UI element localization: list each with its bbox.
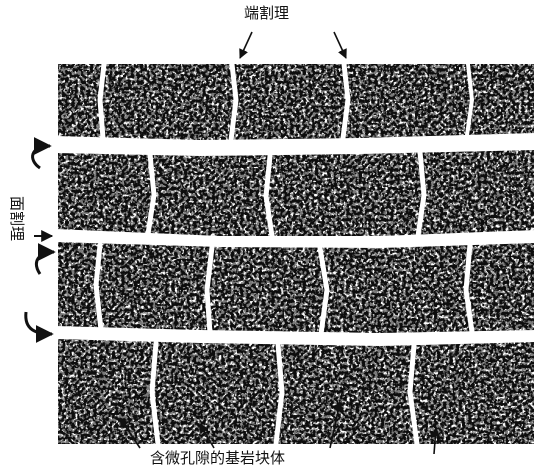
butt-cleat-label: 面割理 — [9, 196, 24, 241]
butt-cleat-arrows — [26, 146, 54, 334]
face-cleat-label: 端割理 — [244, 6, 289, 21]
matrix-block-label: 含微孔隙的基岩块体 — [150, 451, 285, 466]
rock-mass — [58, 62, 534, 446]
face-cleat-arrows — [240, 32, 346, 58]
